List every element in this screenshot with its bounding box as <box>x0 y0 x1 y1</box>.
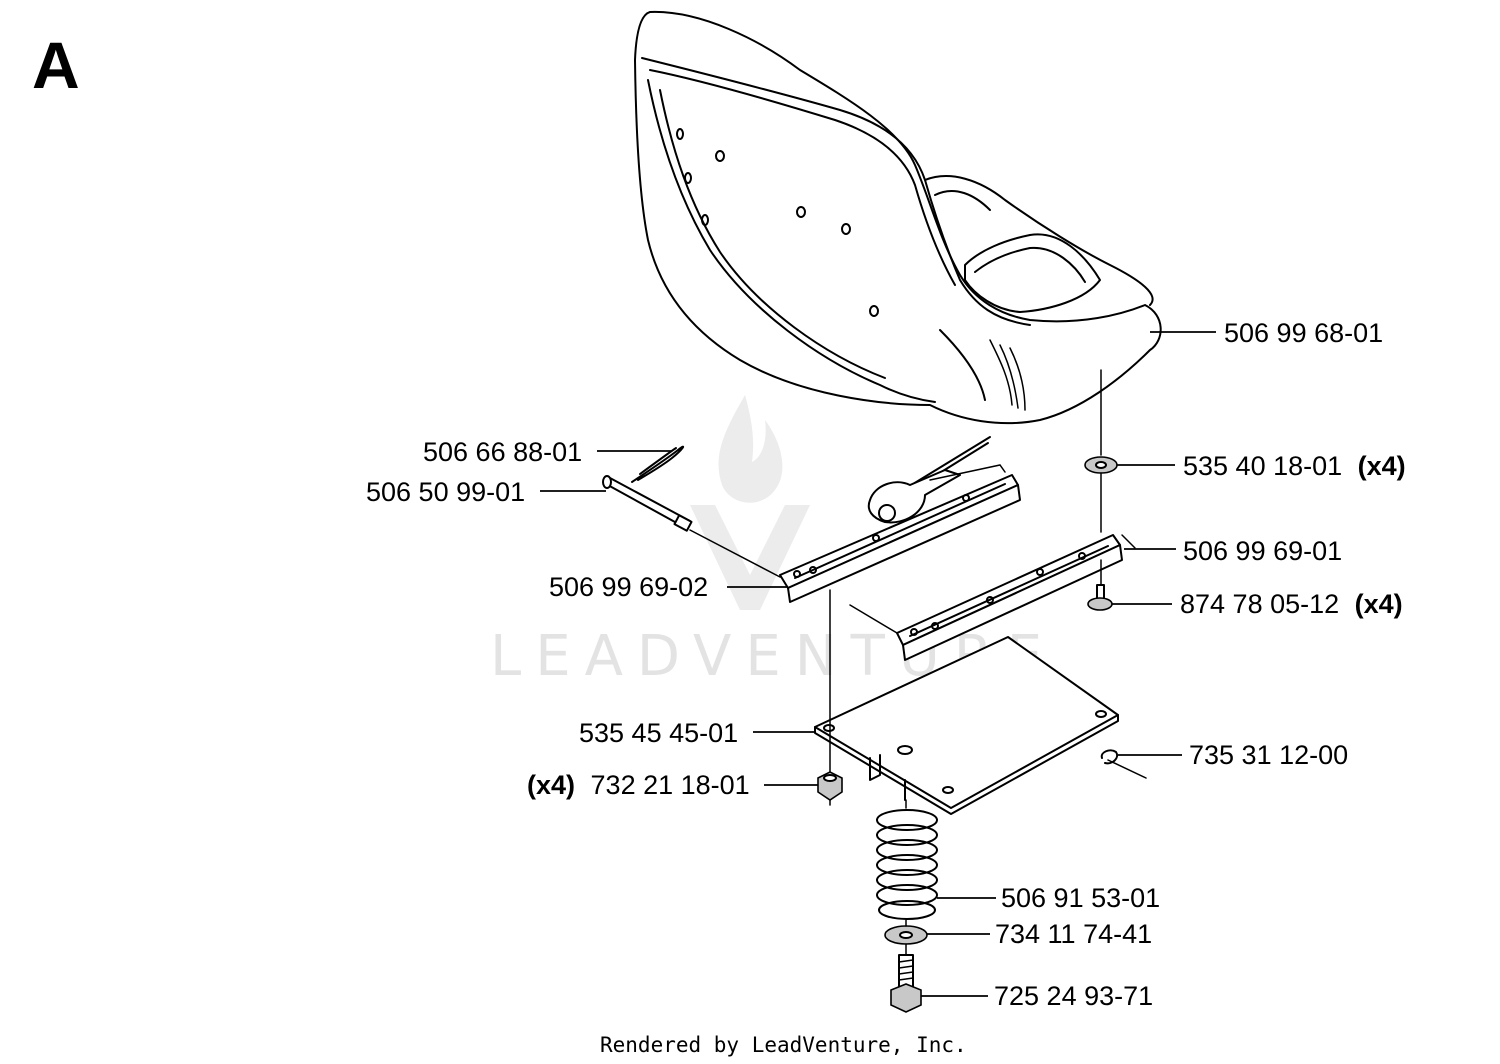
part-label-slide-rail-left: 506 99 69-02 <box>549 572 708 602</box>
part-label-seat: 506 99 68-01 <box>1224 318 1383 348</box>
r-clip-illustration <box>631 445 685 483</box>
slide-rail-right-illustration <box>896 534 1136 661</box>
footer-credit: Rendered by LeadVenture, Inc. <box>600 1033 967 1057</box>
watermark-flame-icon <box>718 395 783 503</box>
part-label-r-clip: 506 66 88-01 <box>423 437 582 467</box>
part-label-bolt: 725 24 93-71 <box>994 981 1153 1011</box>
seat-illustration <box>634 10 1162 425</box>
spring-illustration <box>876 809 938 920</box>
part-label-lock-nut: (x4) 732 21 18-01 <box>527 770 750 800</box>
watermark-v-icon <box>690 505 810 610</box>
part-label-pin: 506 50 99-01 <box>366 477 525 507</box>
part-label-screw: 874 78 05-12 (x4) <box>1180 589 1403 619</box>
seat-plate-illustration <box>814 636 1119 815</box>
section-letter: A <box>32 28 80 102</box>
part-label-spring: 506 91 53-01 <box>1001 883 1160 913</box>
assembly-lines <box>689 369 1102 956</box>
part-label-slide-rail-right: 506 99 69-01 <box>1183 536 1342 566</box>
washer-top-illustration <box>1084 456 1118 474</box>
clip-illustration <box>1100 749 1147 779</box>
washer-bottom-illustration <box>884 925 928 945</box>
slide-rail-left-illustration <box>779 436 1021 603</box>
bolt-illustration <box>890 954 922 1013</box>
part-label-washer-bottom: 734 11 74-41 <box>995 919 1152 949</box>
lock-nut-illustration <box>817 771 843 801</box>
screw-illustration <box>1087 584 1113 611</box>
part-label-clip: 735 31 12-00 <box>1189 740 1348 770</box>
part-labels: 506 99 68-01 506 66 88-01 506 50 99-01 5… <box>366 318 1406 1011</box>
leader-lines <box>540 331 1216 997</box>
part-label-washer-top: 535 40 18-01 (x4) <box>1183 451 1406 481</box>
pin-illustration <box>602 475 693 532</box>
part-label-seat-plate: 535 45 45-01 <box>579 718 738 748</box>
